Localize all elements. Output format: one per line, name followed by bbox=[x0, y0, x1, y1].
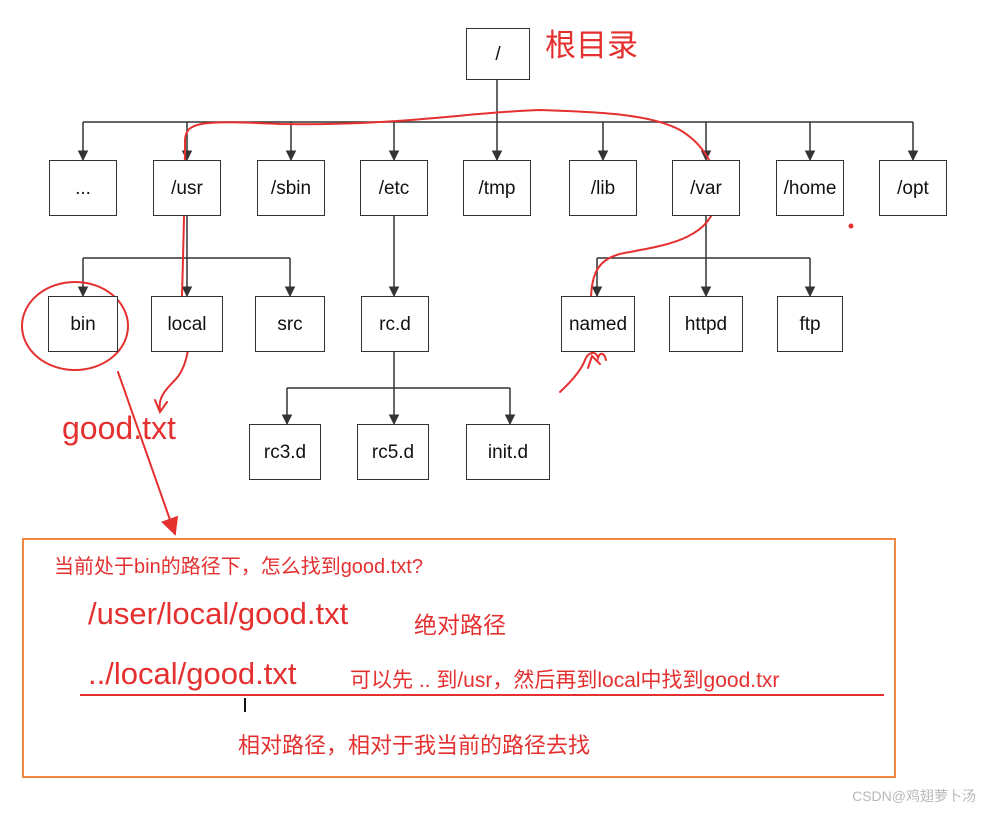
node-root: / bbox=[466, 28, 530, 80]
text-cursor bbox=[244, 698, 246, 712]
node-usr-local: local bbox=[151, 296, 223, 352]
good-txt-label: good.txt bbox=[62, 410, 176, 446]
node-usr: /usr bbox=[153, 160, 221, 216]
node-var-httpd: httpd bbox=[669, 296, 743, 352]
note-question: 当前处于bin的路径下，怎么找到good.txt? bbox=[54, 556, 423, 578]
explanation-note: 当前处于bin的路径下，怎么找到good.txt? /user/local/go… bbox=[22, 538, 896, 778]
node-bin: ... bbox=[49, 160, 117, 216]
hand-drawn-route-line bbox=[180, 108, 718, 331]
relative-path-explanation: 可以先 .. 到/usr，然后再到local中找到good.txr bbox=[350, 669, 780, 692]
node-rc3d: rc3.d bbox=[249, 424, 321, 480]
root-directory-label: 根目录 bbox=[545, 28, 638, 63]
node-sbin: /sbin bbox=[257, 160, 325, 216]
node-usr-src: src bbox=[255, 296, 325, 352]
arrow-to-note bbox=[117, 371, 179, 536]
relative-underline bbox=[80, 694, 884, 696]
node-usr-bin: bin bbox=[48, 296, 118, 352]
node-initd: init.d bbox=[466, 424, 550, 480]
node-var-named: named bbox=[561, 296, 635, 352]
node-var-ftp: ftp bbox=[777, 296, 843, 352]
absolute-path: /user/local/good.txt bbox=[88, 596, 349, 631]
node-home: /home bbox=[776, 160, 844, 216]
csdn-watermark: CSDN@鸡翅萝卜汤 bbox=[852, 788, 976, 804]
node-rc5d: rc5.d bbox=[357, 424, 429, 480]
node-etc-rcd: rc.d bbox=[361, 296, 429, 352]
node-opt: /opt bbox=[879, 160, 947, 216]
node-lib: /lib bbox=[569, 160, 637, 216]
node-tmp: /tmp bbox=[463, 160, 531, 216]
bin-highlight-circle bbox=[21, 281, 129, 371]
node-etc: /etc bbox=[360, 160, 428, 216]
relative-path: ../local/good.txt bbox=[88, 656, 297, 691]
relative-path-label: 相对路径，相对于我当前的路径去找 bbox=[238, 733, 591, 758]
absolute-path-label: 绝对路径 bbox=[414, 612, 506, 638]
node-var: /var bbox=[672, 160, 740, 216]
